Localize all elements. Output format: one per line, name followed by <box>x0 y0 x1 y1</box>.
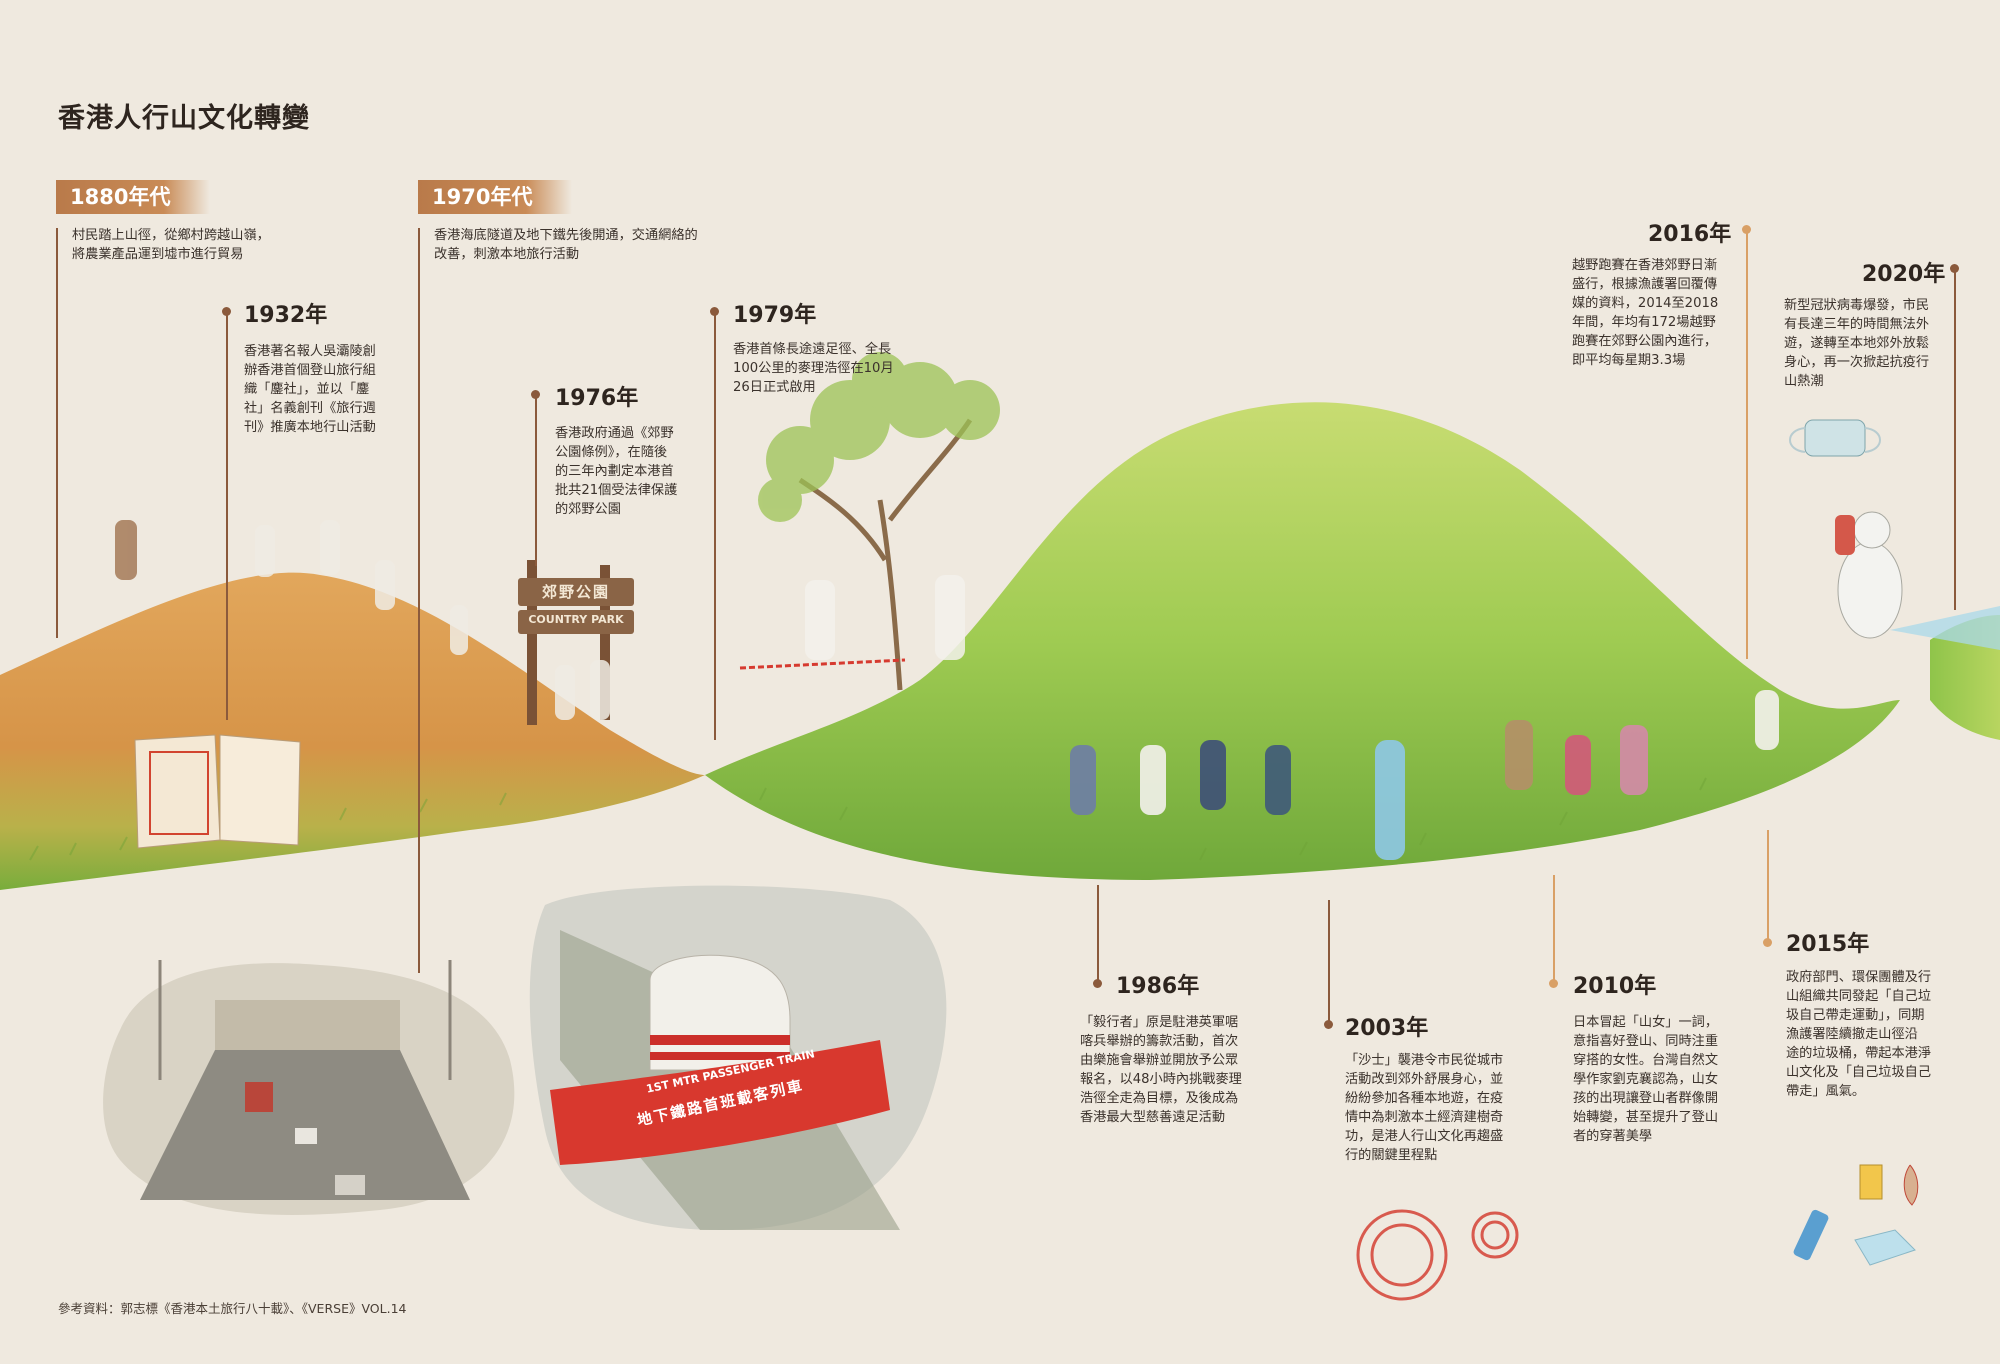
source-reference: 參考資料：郭志標《香港本土旅行八十載》、《VERSE》VOL.14 <box>58 1301 407 1316</box>
event-desc-2020: 新型冠狀病毒爆發，市民 有長達三年的時間無法外 遊，遂轉至本地郊外放鬆 身心，再… <box>1784 298 1930 389</box>
event-desc-2015: 政府部門、環保團體及行 山組織共同發起「自己垃 圾自己帶走運動」，同期 漁護署陸… <box>1786 970 1932 1099</box>
timeline-dot-1979 <box>710 307 719 316</box>
timeline-line-2010 <box>1553 875 1555 985</box>
event-desc-2016: 越野跑賽在香港郊野日漸 盛行，根據漁護署回覆傳 媒的資料，2014至2018 年… <box>1572 258 1719 368</box>
era-desc-1880s: 村民踏上山徑，從鄉村跨越山嶺， 將農業產品運到墟市進行貿易 <box>72 228 270 262</box>
event-desc-1979: 香港首條長途遠足徑、全長 100公里的麥理浩徑在10月 26日正式啟用 <box>733 342 894 395</box>
hazmat-worker-drawing <box>1835 511 1903 639</box>
tunnel-drawing <box>103 960 515 1215</box>
event-desc-2010: 日本冒起「山女」一詞， 意指喜好登山、同時注重 穿搭的女性。台灣自然文 學作家劉… <box>1573 1015 1719 1144</box>
mtr-train-drawing <box>529 885 947 1230</box>
event-year-2016: 2016年 <box>1648 222 1732 247</box>
event-year-2020: 2020年 <box>1862 262 1946 287</box>
timeline-line-1932 <box>226 312 228 720</box>
sign-english-text: COUNTRY PARK <box>528 613 624 626</box>
event-year-2015: 2015年 <box>1786 932 1870 957</box>
spray-drawing <box>1890 606 2000 650</box>
timeline-line-1976 <box>535 394 537 566</box>
book-drawing <box>134 734 301 849</box>
timeline-line-2015 <box>1767 830 1769 945</box>
event-year-2003: 2003年 <box>1345 1016 1429 1041</box>
timeline-dot-2015 <box>1763 938 1772 947</box>
timeline-dot-2020 <box>1950 264 1959 273</box>
timeline-dot-1976 <box>531 390 540 399</box>
ribbon <box>739 658 906 670</box>
mask-drawing <box>1789 419 1881 457</box>
tree-leaves <box>758 352 1000 522</box>
event-desc-1932: 香港著名報人吳灞陵創 辦香港首個登山旅行組 織「鏖社」，並以「鏖 社」名義創刊《… <box>244 344 376 435</box>
event-year-1986: 1986年 <box>1116 974 1200 999</box>
timeline-line-1986 <box>1097 885 1099 985</box>
hikers-drawing <box>1070 690 1779 860</box>
event-year-1932: 1932年 <box>244 303 328 328</box>
villagers-drawing <box>115 520 965 720</box>
green-hill <box>705 402 1900 880</box>
rubbish-drawing <box>1793 1164 1919 1266</box>
timeline-line-1979 <box>714 312 716 740</box>
event-desc-2003: 「沙士」襲港令市民從城市 活動改到郊外舒展身心，並 紛紛參加各種本地遊，在疫 情… <box>1345 1053 1504 1163</box>
era-tag-1880s: 1880年代 <box>56 180 211 214</box>
timeline-line-2003 <box>1328 900 1330 1025</box>
era-tag-1970s: 1970年代 <box>418 180 573 214</box>
era-desc-1970s: 香港海底隧道及地下鐵先後開通，交通網絡的 改善，刺激本地旅行活動 <box>434 228 698 262</box>
event-desc-1986: 「毅行者」原是駐港英軍啹 喀兵舉辦的籌款活動，首次 由樂施會舉辦並開放予公眾 報… <box>1080 1015 1242 1125</box>
timeline-line-1880s <box>56 228 58 638</box>
timeline-line-2020 <box>1954 268 1956 610</box>
timeline-line-1970s <box>418 228 420 973</box>
page-title: 香港人行山文化轉變 <box>58 103 310 134</box>
event-year-2010: 2010年 <box>1573 974 1657 999</box>
timeline-line-2016 <box>1746 229 1748 659</box>
timeline-dot-2003 <box>1324 1020 1333 1029</box>
timeline-dot-2010 <box>1549 979 1558 988</box>
country-park-sign <box>518 560 634 725</box>
event-year-1976: 1976年 <box>555 386 639 411</box>
event-desc-1976: 香港政府通過《郊野 公園條例》，在隨後 的三年內劃定本港首 批共21個受法律保護… <box>555 426 678 517</box>
event-year-1979: 1979年 <box>733 303 817 328</box>
sign-chinese-text: 郊野公園 <box>541 583 610 601</box>
timeline-dot-2016 <box>1742 225 1751 234</box>
timeline-dot-1986 <box>1093 979 1102 988</box>
timeline-dot-1932 <box>222 307 231 316</box>
virus-drawing <box>1356 1209 1519 1301</box>
